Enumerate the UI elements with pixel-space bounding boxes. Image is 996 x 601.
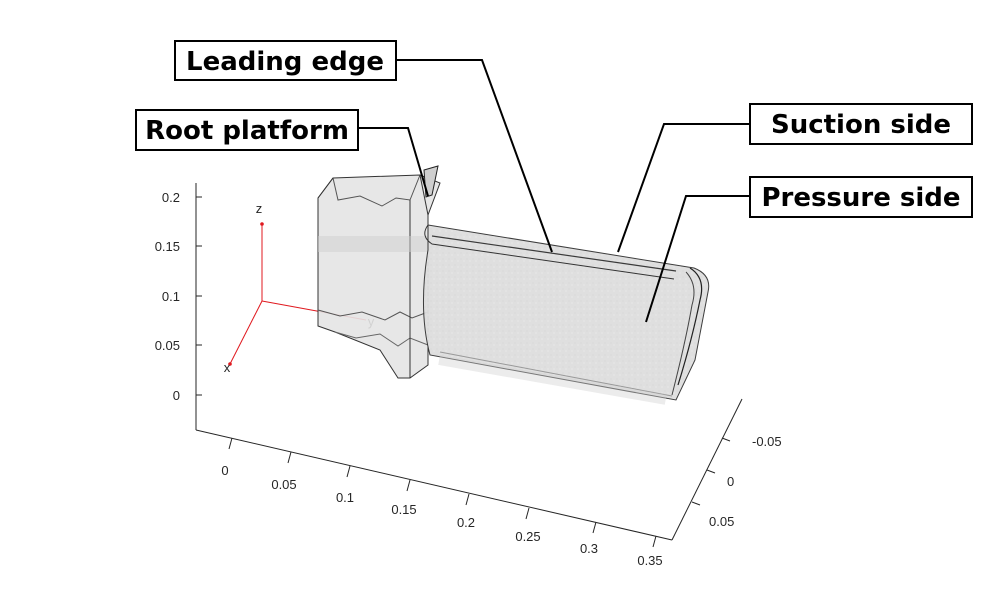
- x-tick-label: 0.2: [457, 515, 475, 530]
- x-tick-label: 0.15: [391, 502, 416, 517]
- root-platform-label: Root platform: [145, 116, 349, 146]
- x-tick-label: 0.25: [515, 529, 540, 544]
- z-axis: 0.2 0.15 0.1 0.05 0: [155, 183, 202, 430]
- root-platform: [317, 165, 441, 379]
- y-axis: -0.05 0 0.05: [671, 398, 782, 541]
- y-tick-label: 0.05: [709, 514, 734, 529]
- y-tick-label: 0: [727, 474, 734, 489]
- callout-leaders: [358, 59, 750, 323]
- leading-edge-label: Leading edge: [186, 47, 384, 77]
- callout-pressure-side: Pressure side: [749, 176, 973, 218]
- callout-suction-side: Suction side: [749, 103, 973, 145]
- z-tick-label: 0.2: [162, 190, 180, 205]
- z-tick-label: 0.1: [162, 289, 180, 304]
- pressure-side-label: Pressure side: [761, 183, 960, 213]
- x-tick-label: 0.3: [580, 541, 598, 556]
- suction-side-label: Suction side: [771, 110, 951, 140]
- z-tick-label: 0.05: [155, 338, 180, 353]
- x-tick-label: 0.1: [336, 490, 354, 505]
- x-tick-label: 0.05: [271, 477, 296, 492]
- callout-root-platform: Root platform: [135, 109, 359, 151]
- z-tick-label: 0.15: [155, 239, 180, 254]
- z-tick-label: 0: [173, 388, 180, 403]
- x-tick-label: 0: [221, 463, 228, 478]
- y-tick-label: -0.05: [752, 434, 782, 449]
- blade: [422, 224, 710, 405]
- triad-z-label: z: [256, 201, 263, 216]
- callout-leading-edge: Leading edge: [174, 40, 397, 81]
- x-tick-label: 0.35: [637, 553, 662, 568]
- triad-x-label: x: [224, 360, 231, 375]
- x-axis: 0 0.05 0.1 0.15 0.2 0.25 0.3 0.35: [195, 429, 673, 568]
